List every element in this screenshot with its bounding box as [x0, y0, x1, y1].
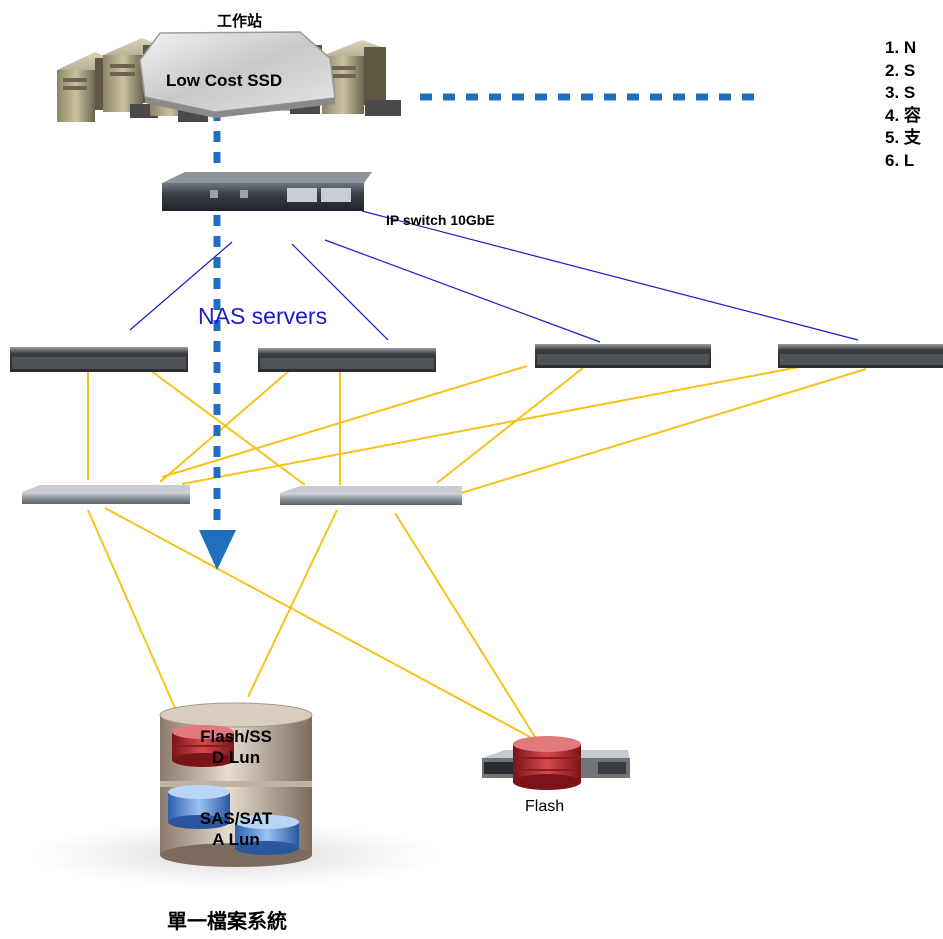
feature-item-3: 3. S — [885, 83, 916, 102]
ethernet-links — [129, 210, 859, 343]
nas-servers-label: NAS servers — [198, 303, 328, 329]
nas-server-1 — [10, 347, 188, 372]
feature-item-5: 5. 支 — [885, 128, 921, 147]
ip-switch-label: IP switch 10GbE — [386, 212, 495, 228]
fc-links — [87, 363, 867, 738]
sas-disk-stack-2 — [235, 815, 299, 855]
feature-item-1: 1. N — [885, 38, 917, 57]
nas-server-2 — [258, 348, 436, 372]
flash-disk-stack — [172, 725, 234, 767]
ip-switch-device — [162, 172, 372, 211]
flash-appliance-disks — [513, 736, 581, 790]
filesystem-label: 單一檔案系統 — [167, 909, 287, 933]
nas-server-4 — [778, 344, 943, 368]
flash-ssd-lun-label: Flash/SS D Lun — [200, 727, 272, 767]
feature-item-6: 6. L — [885, 150, 915, 170]
fc-switch-1 — [22, 485, 190, 504]
pc-tower-5 — [322, 40, 401, 116]
flash-label: Flash — [525, 798, 565, 815]
feature-item-4: 4. 容 — [885, 105, 921, 125]
feature-item-2: 2. S — [885, 60, 916, 80]
nas-server-3 — [535, 344, 711, 368]
sas-disk-stack-1 — [168, 785, 230, 829]
sas-sata-lun-label: SAS/SAT A Lun — [199, 809, 273, 849]
feature-list: 1. N 2. S 3. S 4. 容 5. 支 6. L — [885, 37, 921, 172]
workstation-title: 工作站 — [217, 12, 263, 30]
fc-switch-2 — [280, 486, 462, 505]
low-cost-ssd — [139, 31, 336, 118]
ssd-label: Low Cost SSD — [166, 71, 283, 90]
